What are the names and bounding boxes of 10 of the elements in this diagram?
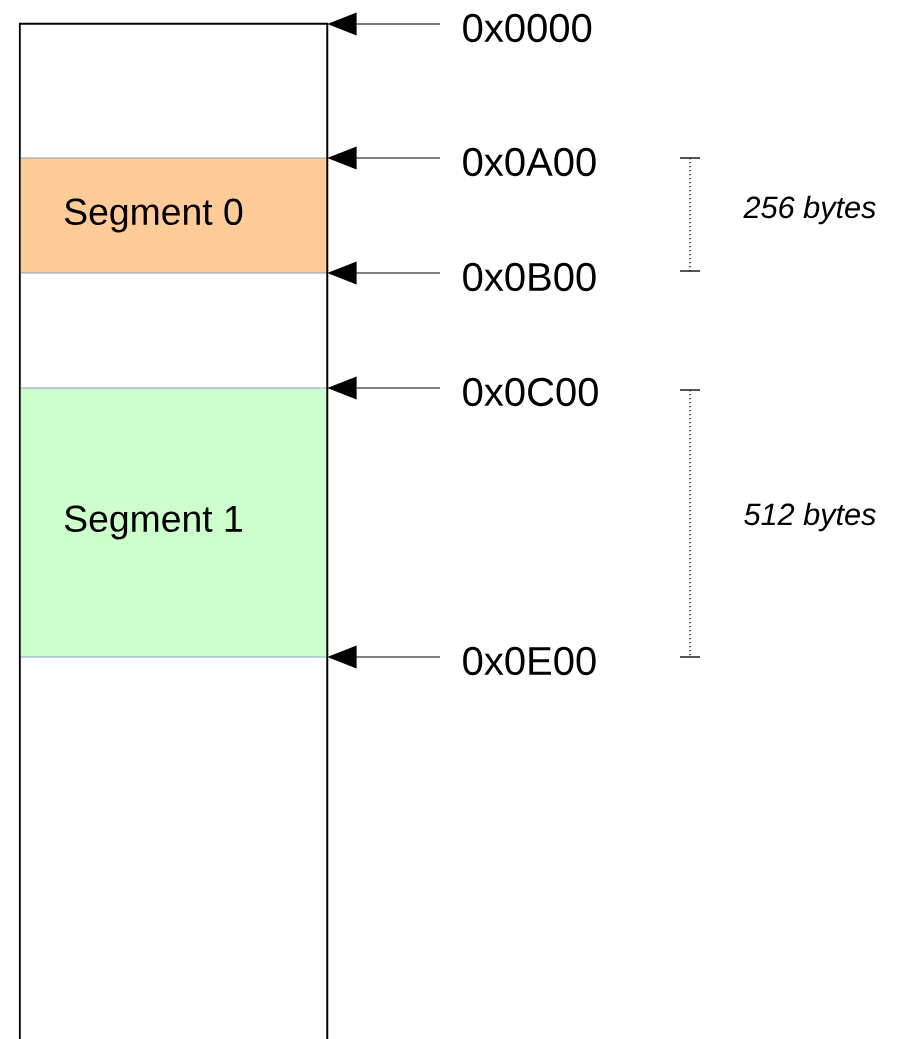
memory-column — [18, 22, 329, 1039]
address-label: 0x0000 — [463, 13, 592, 43]
memory-segment: Segment 0 — [20, 157, 327, 274]
address-label: 0x0A00 — [463, 147, 596, 177]
memory-segment: Segment 1 — [20, 387, 327, 658]
address-label: 0x0B00 — [463, 262, 596, 292]
address-label: 0x0E00 — [463, 646, 596, 676]
address-label: 0x0C00 — [463, 377, 598, 407]
dimension-label: 256 bytes — [743, 195, 876, 225]
dimension-label: 512 bytes — [744, 502, 876, 532]
